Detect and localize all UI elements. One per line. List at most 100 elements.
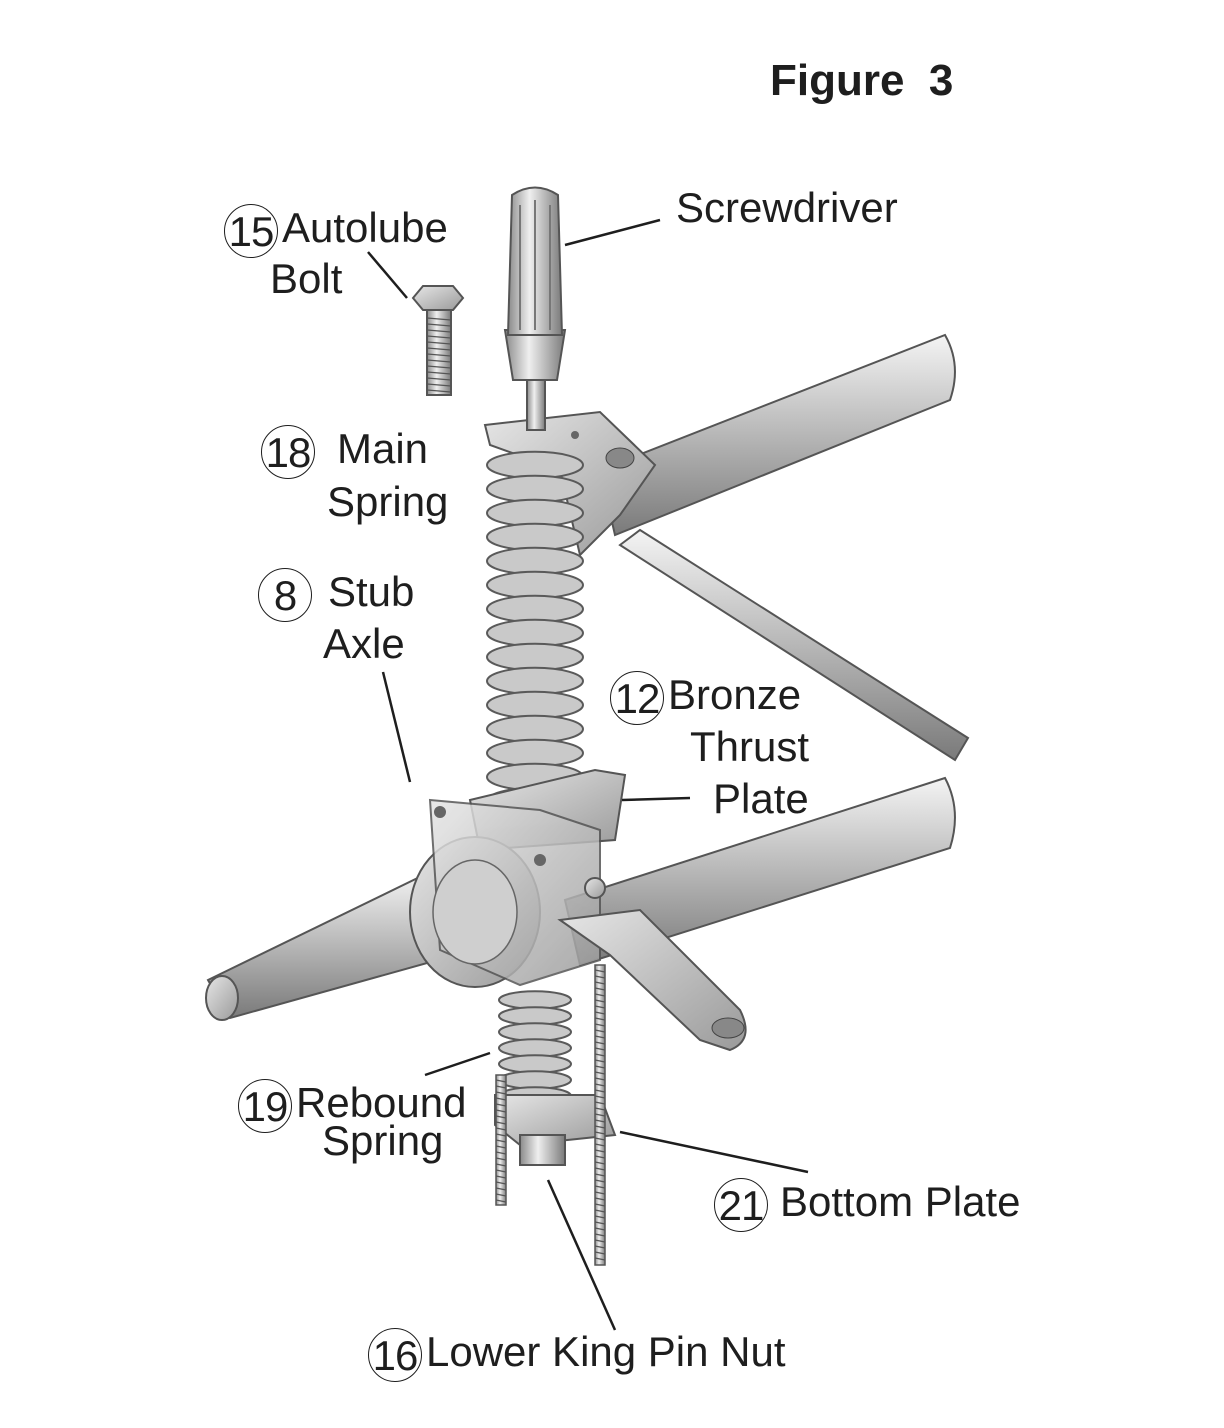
thread-line	[426, 365, 452, 369]
thread-line	[594, 1179, 606, 1183]
label-line1: Lower King Pin Nut	[426, 1328, 786, 1375]
thread-line	[594, 1209, 606, 1213]
label-line1: Stub	[328, 568, 415, 615]
spring-coil	[498, 1006, 572, 1026]
thread-line	[594, 1119, 606, 1123]
thread-line	[594, 1245, 606, 1249]
thread-line	[594, 1023, 606, 1027]
autolube-bolt-part	[411, 285, 465, 396]
label-main-spring: 18 Main	[261, 424, 428, 479]
label-autolube-bolt-line2: Bolt	[270, 254, 342, 304]
spring-coil	[486, 714, 584, 744]
label-line1: Rebound	[296, 1079, 467, 1126]
thread-line	[594, 1047, 606, 1051]
leader-king-pin-nut	[546, 1179, 617, 1331]
thread-line	[495, 1175, 507, 1179]
thread-line	[495, 1079, 507, 1083]
main-spring	[486, 450, 584, 816]
rebound-spring	[498, 990, 572, 1106]
thread-line	[594, 1149, 606, 1153]
thread-line	[594, 1113, 606, 1117]
label-line2: Thrust	[690, 723, 810, 770]
thread-line	[495, 1193, 507, 1197]
spring-coil	[498, 1022, 572, 1042]
thread-line	[594, 1077, 606, 1081]
thread-line	[594, 1167, 606, 1171]
thread-line	[594, 1191, 606, 1195]
upper-frame-tube	[598, 333, 956, 537]
thread-line	[495, 1187, 507, 1191]
label-bronze-thrust-plate-line2: Thrust	[690, 722, 809, 772]
thread-line	[426, 377, 452, 381]
thread-line	[495, 1151, 507, 1155]
callout-number: 21	[714, 1177, 768, 1232]
thread-line	[594, 1035, 606, 1039]
thread-line	[594, 1131, 606, 1135]
thread-line	[594, 1089, 606, 1093]
thread-line	[594, 1233, 606, 1237]
thread-line	[495, 1109, 507, 1113]
label-line2: Axle	[323, 620, 405, 667]
spring-coil	[486, 738, 584, 768]
thread-line	[594, 1101, 606, 1105]
spring-coil	[498, 990, 572, 1010]
thread-line	[426, 353, 452, 357]
thread-line	[594, 969, 606, 973]
thread-line	[594, 1071, 606, 1075]
label-line1: Main	[337, 425, 429, 472]
spring-coil	[498, 1070, 572, 1090]
spring-coil	[486, 570, 584, 600]
spring-coil	[486, 618, 584, 648]
thread-line	[594, 1197, 606, 1201]
thread-line	[594, 987, 606, 991]
thread-line	[495, 1181, 507, 1185]
thread-line	[594, 1185, 606, 1189]
thread-line	[594, 1161, 606, 1165]
thread-line	[594, 1227, 606, 1231]
thread-line	[426, 335, 452, 339]
spring-coil	[486, 594, 584, 624]
leader-bottom-plate	[619, 1130, 809, 1174]
thread-line	[426, 389, 452, 393]
thread-line	[495, 1139, 507, 1143]
thread-line	[594, 1125, 606, 1129]
label-text: Screwdriver	[676, 184, 898, 231]
thread-line	[594, 1095, 606, 1099]
thread-line	[594, 1173, 606, 1177]
thread-line	[495, 1145, 507, 1149]
spring-coil	[486, 498, 584, 528]
callout-number: 15	[224, 203, 278, 258]
label-rebound-spring-line2: Spring	[322, 1116, 443, 1166]
thread-line	[495, 1121, 507, 1125]
thread-line	[594, 1137, 606, 1141]
spring-coil	[486, 666, 584, 696]
spring-coil	[486, 690, 584, 720]
thread-line	[594, 1203, 606, 1207]
label-main-spring-line2: Spring	[327, 477, 448, 527]
thread-line	[594, 1143, 606, 1147]
lower-frame-tube	[563, 776, 956, 967]
stub-axle-hub	[205, 798, 606, 1021]
thread-line	[594, 1221, 606, 1225]
label-line3: Plate	[713, 775, 809, 822]
thread-line	[594, 1239, 606, 1243]
thread-line	[594, 1155, 606, 1159]
thread-line	[426, 347, 452, 351]
diagonal-brace	[618, 528, 970, 762]
thread-line	[594, 1017, 606, 1021]
thread-line	[594, 1251, 606, 1255]
thread-line	[426, 323, 452, 327]
thread-line	[426, 371, 452, 375]
thread-line	[594, 1257, 606, 1261]
spring-coil	[498, 1038, 572, 1058]
thread-line	[426, 359, 452, 363]
spring-coil	[498, 1054, 572, 1074]
thread-line	[495, 1091, 507, 1095]
callout-number: 18	[261, 424, 315, 479]
callout-number: 16	[368, 1327, 422, 1382]
callout-number: 12	[610, 670, 664, 725]
